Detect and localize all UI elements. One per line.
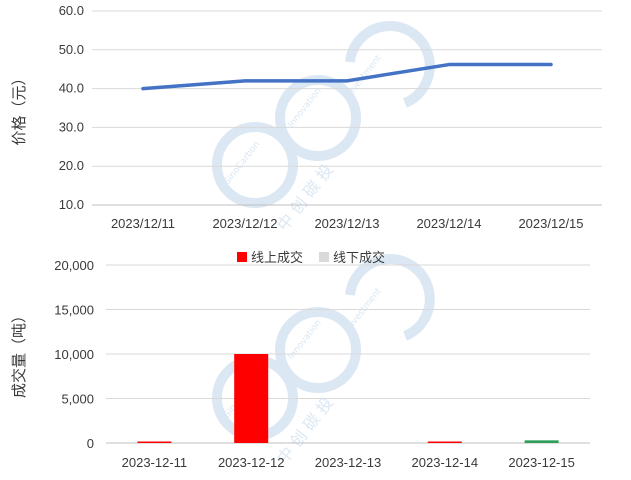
legend-swatch-offline: [319, 252, 329, 262]
volume-y-tick-label: 15,000: [54, 303, 94, 318]
watermark-logo-top: SinoCarbon Innovation Investment 中 创 碳 投: [212, 21, 435, 234]
price-x-tick-label: 2023/12/11: [111, 216, 175, 231]
price-y-tick-label: 20.0: [59, 158, 84, 173]
price-x-tick-label: 2023/12/15: [518, 216, 583, 231]
price-y-tick-label: 50.0: [59, 42, 84, 57]
price-point: [447, 63, 451, 67]
price-y-tick-label: 10.0: [59, 197, 84, 212]
volume-y-tick-label: 0: [87, 436, 94, 451]
volume-y-axis-ticks: 20,000 15,000 10,000 5,000 0: [54, 258, 94, 451]
legend-label-online: 线上成交: [251, 250, 303, 266]
price-y-axis-ticks: 60.0 50.0 40.0 30.0 20.0 10.0: [59, 3, 84, 212]
volume-x-tick-label: 2023-12-15: [508, 455, 575, 470]
volume-y-tick-label: 10,000: [54, 347, 94, 362]
price-y-tick-label: 30.0: [59, 119, 84, 134]
volume-bars: [137, 354, 559, 443]
price-series-line: [141, 62, 553, 91]
volume-bar: [137, 441, 172, 443]
price-series: [141, 62, 553, 91]
price-point: [345, 79, 349, 83]
volume-x-tick-label: 2023-12-13: [315, 455, 382, 470]
legend-label-offline: 线下成交: [333, 250, 385, 266]
price-y-tick-label: 60.0: [59, 3, 84, 18]
volume-x-tick-label: 2023-12-14: [412, 455, 479, 470]
volume-y-axis-label: 成交量（吨）: [10, 308, 28, 398]
volume-x-tick-label: 2023-12-11: [122, 455, 188, 470]
price-y-axis-label: 价格（元）: [10, 70, 28, 145]
svg-text:SinoCarbon: SinoCarbon: [222, 140, 262, 187]
volume-bar: [234, 354, 269, 443]
volume-y-tick-label: 5,000: [61, 392, 94, 407]
price-x-tick-label: 2023/12/14: [416, 216, 481, 231]
price-point: [549, 63, 553, 67]
volume-gridlines: [106, 264, 590, 444]
price-point: [141, 87, 145, 91]
volume-x-axis-ticks: 2023-12-11 2023-12-12 2023-12-13 2023-12-14…: [122, 455, 575, 470]
volume-x-tick-label: 2023-12-12: [218, 455, 285, 470]
legend-swatch-online: [237, 252, 247, 262]
volume-bar: [524, 440, 559, 443]
price-y-tick-label: 40.0: [59, 81, 84, 96]
price-x-tick-label: 2023/12/12: [212, 216, 277, 231]
volume-legend: 线上成交 线下成交: [237, 250, 385, 266]
volume-y-tick-label: 20,000: [54, 258, 94, 273]
price-x-tick-label: 2023/12/13: [314, 216, 379, 231]
volume-bar: [427, 441, 462, 443]
price-x-axis-ticks: 2023/12/11 2023/12/12 2023/12/13 2023/12/14…: [111, 216, 584, 231]
price-gridlines: [92, 10, 602, 206]
price-point: [243, 79, 247, 83]
